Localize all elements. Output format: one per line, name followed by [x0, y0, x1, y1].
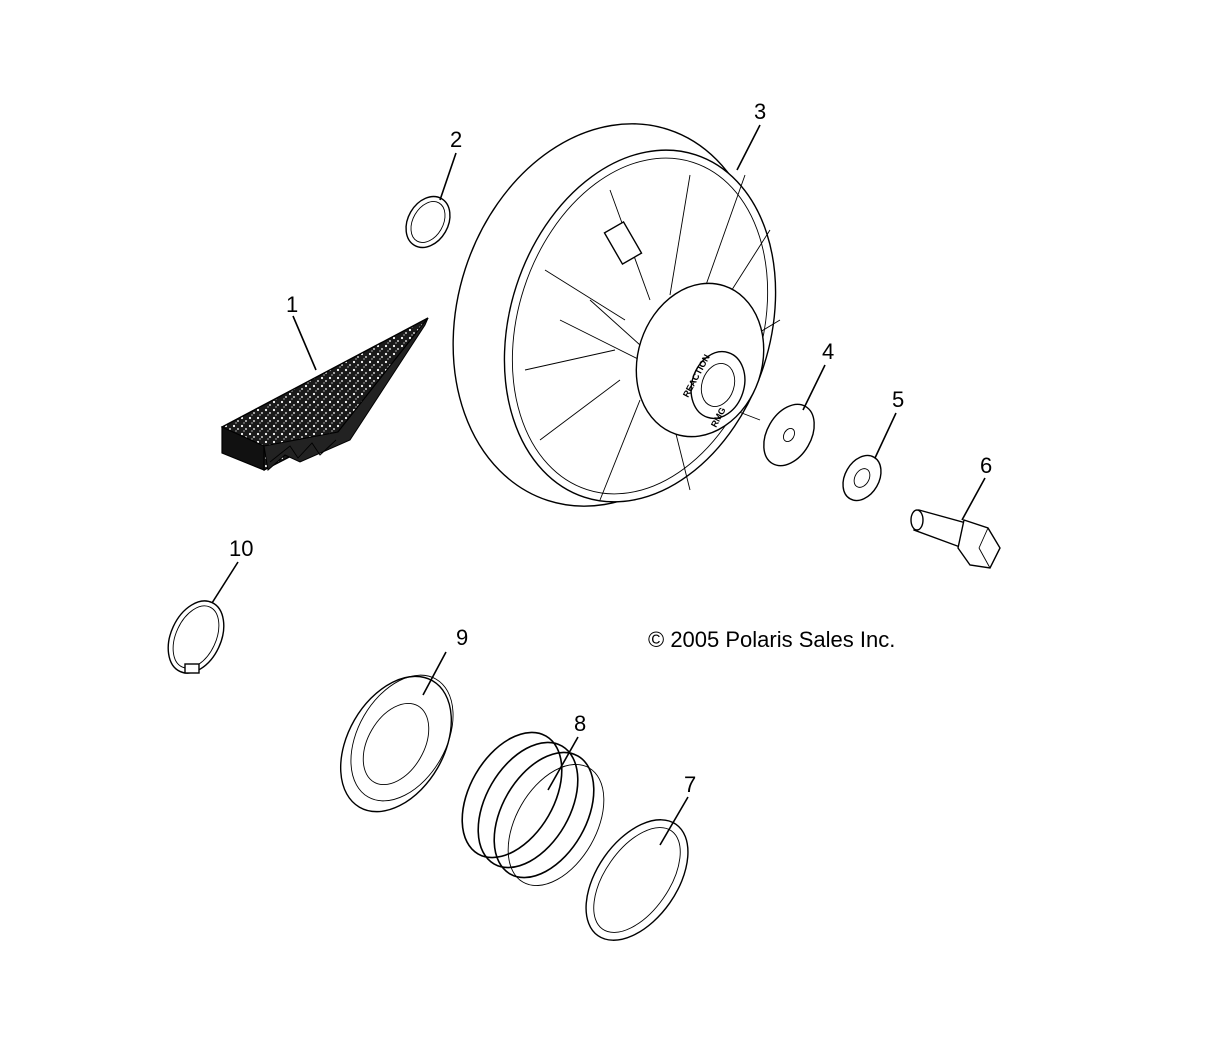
spring-part[interactable]	[442, 715, 624, 902]
copyright-notice: © 2005 Polaris Sales Inc.	[648, 627, 895, 652]
callout-number-3: 3	[754, 99, 766, 124]
callout-number-10: 10	[229, 536, 253, 561]
spring-cup-part[interactable]	[318, 657, 474, 831]
leader-line-3	[736, 124, 761, 171]
callout-number-8: 8	[574, 711, 586, 736]
leader-line-1	[292, 315, 317, 371]
washer-part-4[interactable]	[753, 395, 824, 474]
leader-line-7	[659, 796, 689, 846]
retaining-ring-part[interactable]	[157, 592, 234, 682]
bolt-part[interactable]	[910, 509, 1001, 569]
callout-number-4: 4	[822, 339, 834, 364]
leader-line-2	[439, 152, 457, 201]
leader-line-4	[802, 364, 826, 411]
callout-number-1: 1	[286, 292, 298, 317]
ring-part-2[interactable]	[397, 189, 459, 256]
leader-line-6	[961, 477, 986, 521]
callout-number-7: 7	[684, 772, 696, 797]
callout-number-2: 2	[450, 127, 462, 152]
leader-line-8	[547, 736, 579, 791]
callout-number-5: 5	[892, 387, 904, 412]
leader-line-5	[874, 412, 897, 459]
callout-number-9: 9	[456, 625, 468, 650]
clutch-sheave-part[interactable]: REACTION RMG	[405, 83, 819, 547]
leader-line-10	[211, 561, 239, 604]
belt-part[interactable]	[220, 317, 429, 471]
washer-part-5[interactable]	[835, 449, 888, 508]
leader-line-9	[422, 651, 447, 696]
ring-part-7[interactable]	[565, 801, 709, 958]
callout-number-6: 6	[980, 453, 992, 478]
